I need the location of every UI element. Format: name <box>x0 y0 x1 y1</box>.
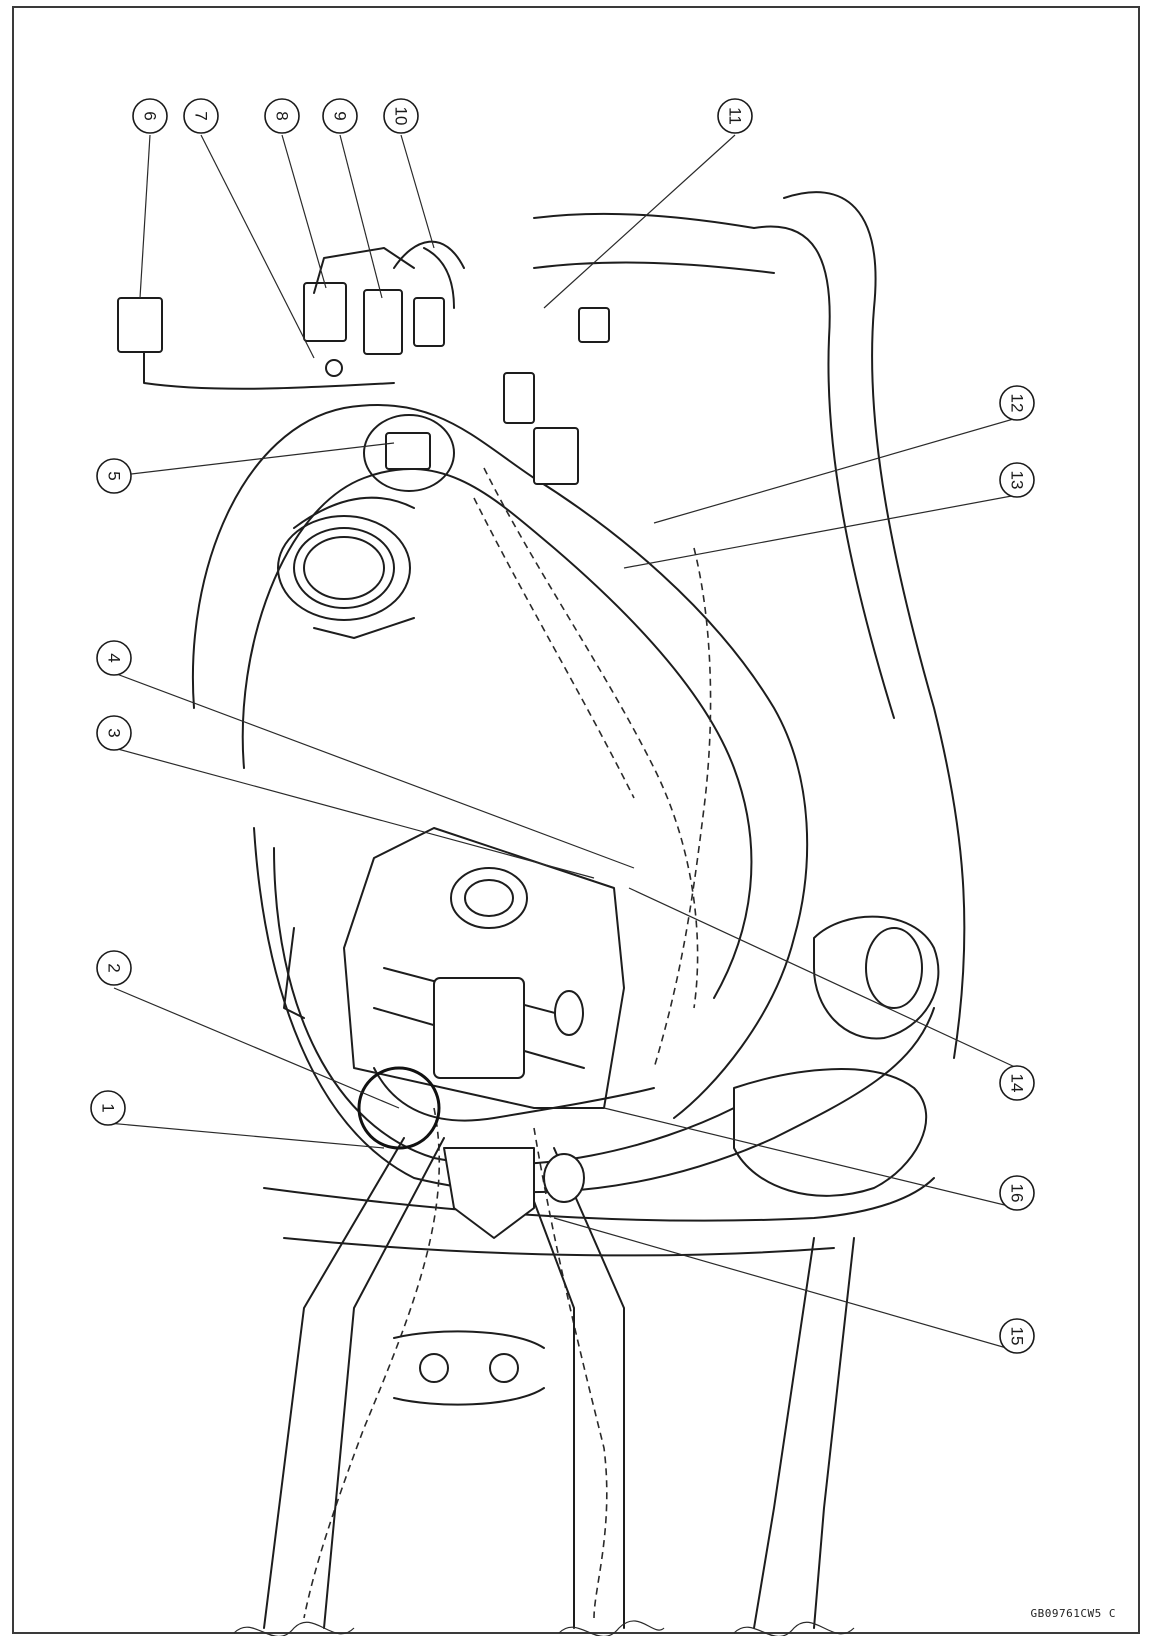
lower-frame-drawing <box>233 1137 855 1636</box>
callout-circle <box>383 98 419 134</box>
top-connectors-drawing <box>117 240 610 485</box>
callout-16: 16 <box>999 1175 1035 1211</box>
callout-label: 10 <box>392 107 411 126</box>
callout-circle <box>183 98 219 134</box>
callout-1: 1 <box>90 1090 126 1126</box>
callout-label: 1 <box>99 1103 118 1112</box>
callout-label: 4 <box>105 653 124 662</box>
intake-duct-drawing <box>277 414 455 639</box>
callout-label: 9 <box>331 111 350 120</box>
callout-label: 14 <box>1008 1074 1027 1093</box>
callout-circle <box>96 950 132 986</box>
callout-6: 6 <box>132 98 168 134</box>
callout-5: 5 <box>96 458 132 494</box>
callout-circle <box>717 98 753 134</box>
callout-circle <box>96 640 132 676</box>
callout-circle <box>90 1090 126 1126</box>
callout-label: 13 <box>1008 471 1027 490</box>
callout-2: 2 <box>96 950 132 986</box>
callout-label: 11 <box>726 107 745 125</box>
callout-3: 3 <box>96 715 132 751</box>
callout-12: 12 <box>999 385 1035 421</box>
callout-label: 3 <box>105 728 124 737</box>
callout-8: 8 <box>264 98 300 134</box>
callout-circle <box>999 385 1035 421</box>
callout-label: 8 <box>273 111 292 120</box>
callout-13: 13 <box>999 462 1035 498</box>
callout-label: 15 <box>1008 1327 1027 1346</box>
callout-9: 9 <box>322 98 358 134</box>
main-frame-drawing <box>192 191 966 1257</box>
callout-10: 10 <box>383 98 419 134</box>
callout-label: 5 <box>105 471 124 480</box>
callout-label: 16 <box>1008 1184 1027 1203</box>
callout-circle <box>999 1318 1035 1354</box>
callout-11: 11 <box>717 98 753 134</box>
wire-harness-drawing <box>303 467 712 1619</box>
callout-label: 6 <box>141 111 160 120</box>
leader-lines <box>107 134 1018 1352</box>
callout-circle <box>264 98 300 134</box>
callout-4: 4 <box>96 640 132 676</box>
engine-block-drawing <box>283 827 625 1109</box>
callout-circle <box>999 1175 1035 1211</box>
callout-15: 15 <box>999 1318 1035 1354</box>
callout-circle <box>96 715 132 751</box>
callout-circle <box>999 1065 1035 1101</box>
callout-7: 7 <box>183 98 219 134</box>
figure-reference-code: GB09761CW5 C <box>1030 1607 1116 1620</box>
callout-circle <box>132 98 168 134</box>
callout-circle <box>322 98 358 134</box>
callout-circle <box>96 458 132 494</box>
detail-highlight-circle <box>357 1066 441 1150</box>
callout-14: 14 <box>999 1065 1035 1101</box>
callout-label: 2 <box>105 963 124 972</box>
callout-label: 12 <box>1008 394 1027 413</box>
callout-label: 7 <box>192 111 211 120</box>
callout-circle <box>999 462 1035 498</box>
